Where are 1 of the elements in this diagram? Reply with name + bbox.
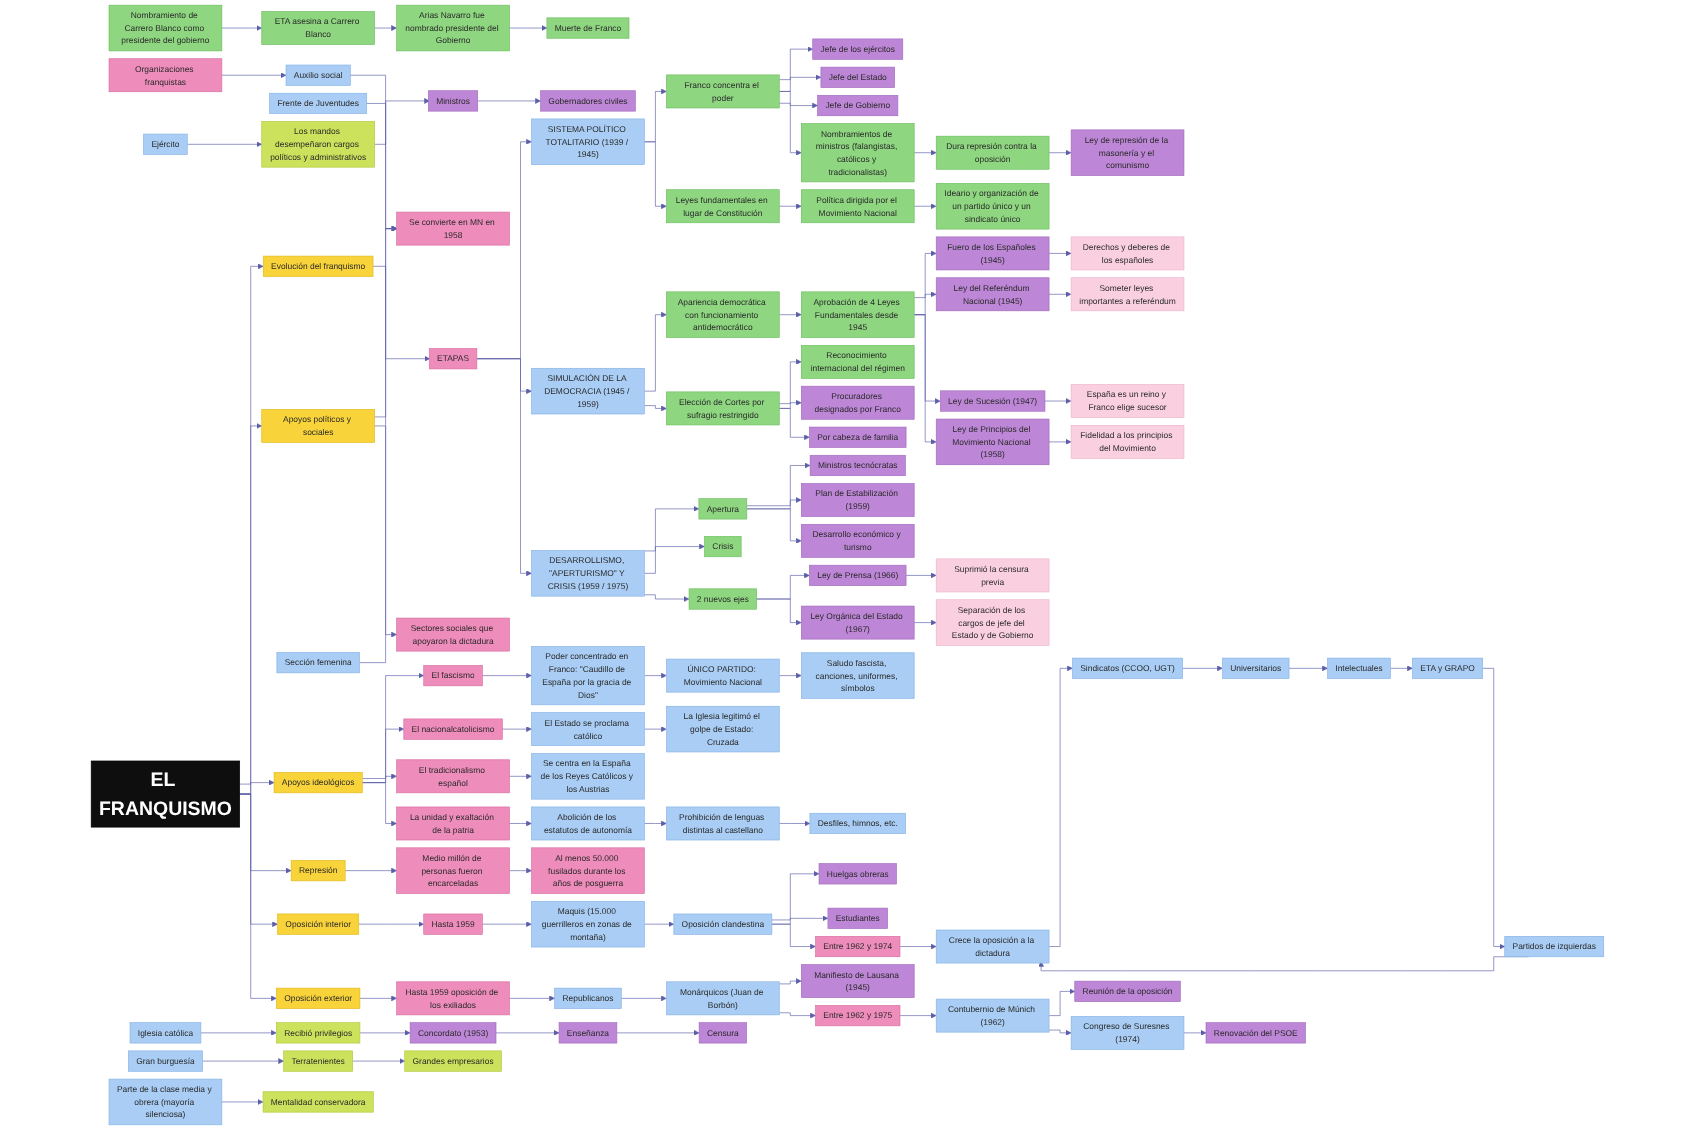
- node-box: EL FRANQUISMO: [91, 760, 241, 828]
